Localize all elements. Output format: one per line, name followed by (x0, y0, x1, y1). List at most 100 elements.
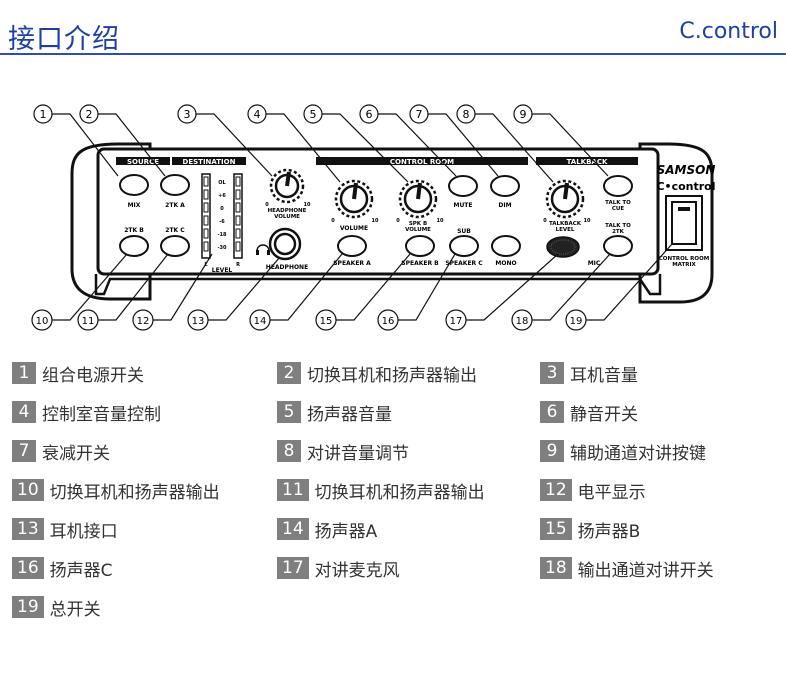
meter-tick: +6 (218, 193, 226, 199)
meter-r-label: R (236, 262, 240, 268)
legend-number: 14 (277, 518, 309, 540)
legend-label: 扬声器C (49, 560, 113, 581)
level-meter-right (233, 173, 243, 259)
level-meter-left (201, 173, 211, 259)
spk-b-volume-label: VOLUME (405, 227, 431, 233)
legend-item: 4 控制室音量控制 (12, 399, 161, 425)
device-diagram: SOURCE DESTINATION CONTROL ROOM TALKBACK… (31, 104, 716, 331)
matrix-label: CONTROL ROOM (659, 256, 709, 262)
speaker-a-label: SPEAKER A (333, 260, 371, 267)
speaker-c-button[interactable] (449, 235, 479, 257)
callout-number: 19 (570, 316, 583, 327)
callout-number: 14 (254, 316, 267, 327)
callout-number: 5 (310, 108, 317, 121)
power-switch[interactable] (665, 195, 703, 251)
legend-item: 16 扬声器C (12, 555, 113, 581)
talkback-level-label: TALKBACK (549, 221, 582, 227)
section-talkback: TALKBACK (567, 158, 608, 166)
page-title: 接口介绍 (8, 24, 120, 55)
2tk-c-button[interactable] (160, 235, 190, 257)
legend-item: 17 对讲麦克风 (277, 555, 400, 581)
sub-label: SUB (457, 228, 471, 235)
legend-label: 辅助通道对讲按键 (570, 443, 706, 464)
callout-number: 2 (86, 108, 93, 121)
callout-number: 15 (320, 316, 333, 327)
2tk-c-label: 2TK C (165, 227, 185, 234)
headphone-volume-max: 10 (304, 202, 311, 208)
legend-item: 19 总开关 (12, 594, 101, 620)
callout-number: 16 (382, 316, 395, 327)
mic-label: MIC (588, 260, 601, 267)
callout-number: 8 (463, 108, 470, 121)
legend-item: 7 衰减开关 (12, 438, 110, 464)
volume-min: 0 (331, 218, 335, 224)
legend-number: 1 (12, 362, 36, 384)
legend-number: 17 (277, 557, 309, 579)
talk-to-2tk-label: 2TK (612, 229, 625, 235)
legend-item: 10 切换耳机和扬声器输出 (12, 477, 220, 503)
legend-label: 衰减开关 (42, 443, 110, 464)
mono-label: MONO (495, 260, 516, 267)
callout-number: 12 (137, 316, 150, 327)
dim-button[interactable] (490, 175, 520, 197)
headphone-volume-knob[interactable] (269, 168, 305, 204)
mute-button[interactable] (448, 175, 478, 197)
legend-label: 输出通道对讲开关 (577, 560, 714, 581)
spk-b-volume-knob[interactable] (398, 179, 438, 219)
legend-label: 切换耳机和扬声器输出 (49, 482, 220, 503)
meter-tick: 0 (220, 206, 224, 212)
spk-b-volume-label: SPK B (409, 221, 427, 227)
callout-number: 18 (516, 316, 529, 327)
speaker-b-label: SPEAKER B (401, 260, 439, 267)
speaker-b-button[interactable] (405, 235, 435, 257)
legend-number: 3 (540, 362, 564, 384)
c-control-logo: C•control (656, 180, 715, 193)
legend-number: 12 (540, 479, 572, 501)
talkback-level-knob[interactable] (545, 179, 585, 219)
brand-name: C.control (679, 19, 778, 44)
volume-knob[interactable] (334, 179, 374, 219)
talk-to-cue-button[interactable] (603, 175, 633, 197)
callout-number: 11 (82, 316, 95, 327)
mix-button[interactable] (119, 174, 149, 196)
talkback-level-label: LEVEL (556, 227, 575, 233)
legend-label: 总开关 (49, 599, 101, 620)
2tk-b-button[interactable] (119, 235, 149, 257)
talk-to-2tk-button[interactable] (603, 235, 633, 257)
legend-label: 扬声器B (577, 521, 641, 542)
speaker-a-button[interactable] (337, 235, 367, 257)
legend-label: 耳机音量 (570, 365, 638, 386)
legend-label: 切换耳机和扬声器输出 (314, 482, 485, 503)
legend-number: 9 (540, 440, 564, 462)
legend-number: 2 (277, 362, 301, 384)
device-base (94, 274, 662, 296)
legend-item: 15 扬声器B (540, 516, 640, 542)
legend-number: 13 (12, 518, 44, 540)
legend-item: 5 扬声器音量 (277, 399, 392, 425)
callout-number: 10 (36, 316, 49, 327)
mono-button[interactable] (491, 235, 521, 257)
callout-number: 1 (40, 108, 47, 121)
dim-label: DIM (498, 202, 511, 209)
meter-tick: -30 (217, 245, 227, 251)
legend-number: 7 (12, 440, 36, 462)
callout-number: 3 (184, 108, 191, 121)
volume-label: VOLUME (340, 225, 368, 232)
callout-number: 4 (254, 108, 261, 121)
legend-number: 5 (277, 401, 301, 423)
talkback-mic-grille (546, 236, 580, 258)
talkback-level-max: 10 (584, 218, 591, 224)
section-source: SOURCE (127, 158, 159, 166)
legend-number: 18 (540, 557, 572, 579)
legend-label: 扬声器音量 (307, 404, 392, 425)
legend-label: 组合电源开关 (42, 365, 144, 386)
legend-label: 对讲音量调节 (307, 443, 409, 464)
meter-tick: -6 (219, 219, 225, 225)
legend-label: 控制室音量控制 (42, 404, 161, 425)
legend-item: 2 切换耳机和扬声器输出 (277, 360, 477, 386)
2tk-a-label: 2TK A (165, 202, 185, 209)
samson-logo: SAMSON (657, 163, 716, 177)
headphone-volume-label: HEADPHONE (268, 208, 307, 214)
2tk-a-button[interactable] (160, 174, 190, 196)
headphone-jack[interactable] (268, 227, 302, 261)
